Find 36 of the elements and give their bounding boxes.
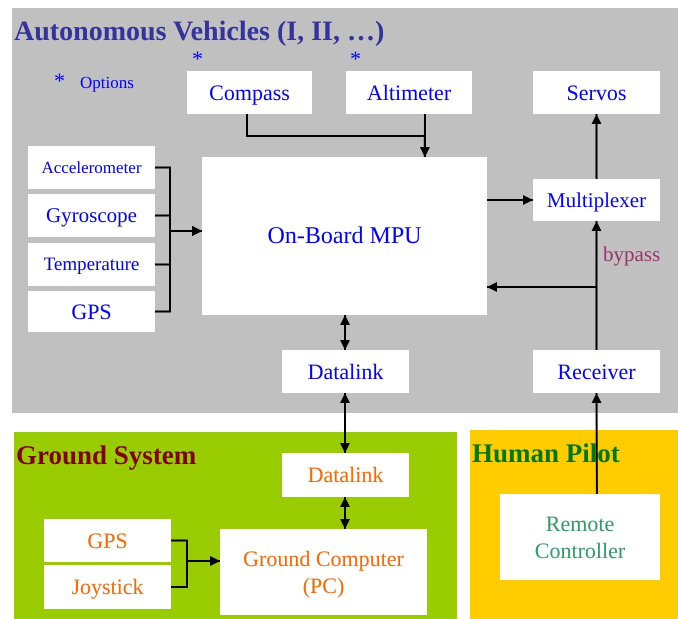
panel-heading: Ground System — [16, 442, 196, 469]
asterisk-mark: * — [192, 48, 203, 70]
asterisk-mark: * — [350, 48, 361, 70]
sensor-box: Gyroscope — [28, 194, 155, 237]
sensor-box: Accelerometer — [28, 146, 155, 189]
sensor-box: Compass — [187, 71, 312, 114]
actuator-box: Servos — [533, 71, 660, 114]
arrow — [420, 114, 430, 157]
arrow — [487, 195, 533, 205]
processor-box: On-Board MPU — [202, 157, 487, 315]
legend-text: Options — [80, 74, 134, 91]
asterisk-mark: * — [54, 70, 65, 92]
datalink-box: Datalink — [282, 350, 409, 393]
arrow — [592, 393, 602, 494]
arrow — [340, 497, 350, 529]
input-box: Joystick — [44, 565, 171, 609]
input-box: GPS — [44, 519, 171, 562]
sensor-box: Temperature — [28, 243, 155, 286]
arrow — [340, 315, 350, 350]
sensor-box: GPS — [28, 291, 155, 332]
receiver-box: Receiver — [533, 350, 660, 393]
arrow — [155, 226, 202, 312]
datalink-box: Datalink — [282, 453, 409, 497]
ground-panel — [14, 432, 457, 619]
arrow — [340, 393, 350, 453]
system-panel — [12, 8, 678, 413]
arrow — [171, 556, 220, 588]
pilot-panel — [470, 430, 678, 619]
arrow — [592, 114, 602, 179]
multiplexer-box: Multiplexer — [533, 179, 660, 221]
edge-label: bypass — [603, 244, 660, 265]
sensor-box: Altimeter — [346, 71, 472, 114]
computer-box: Ground Computer (PC) — [220, 529, 427, 615]
controller-box: Remote Controller — [500, 494, 660, 580]
panel-heading: Autonomous Vehicles (I, II, …) — [14, 18, 384, 46]
arrow — [487, 282, 598, 350]
